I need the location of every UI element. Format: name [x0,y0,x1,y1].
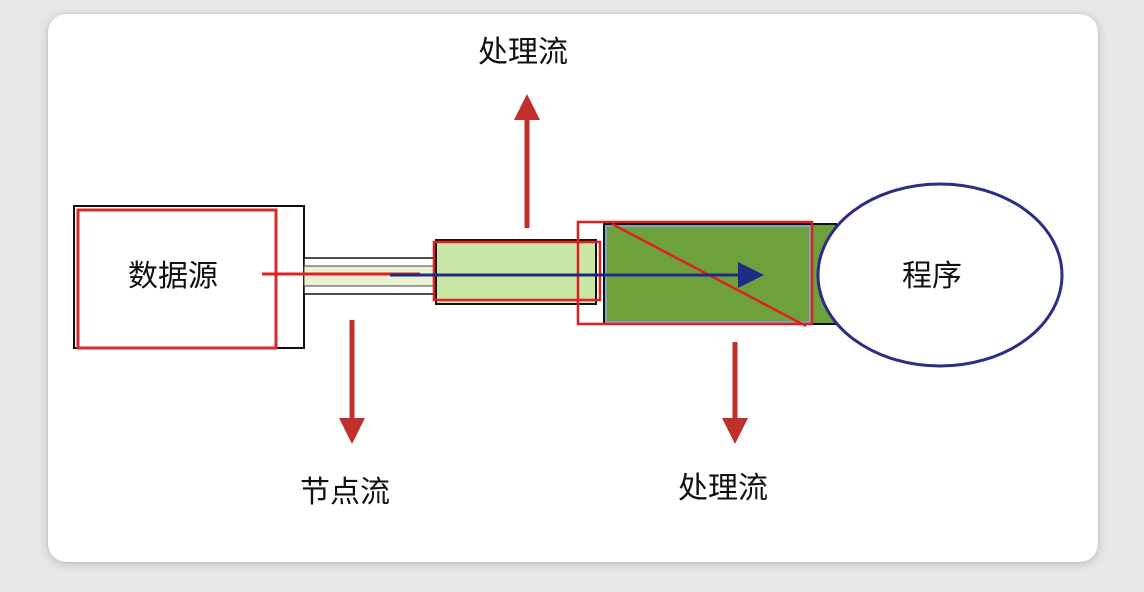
data-source-box [73,205,305,349]
data-source-highlight [76,208,278,350]
process-stream-top-label: 处理流 [478,35,568,70]
program-label: 程序 [902,259,962,294]
process-stream-bottom-label: 处理流 [678,471,768,506]
light-green-segment [435,239,597,305]
arrow-down-process-head [722,418,748,444]
program-ellipse [816,182,1064,368]
light-green-segment-highlight [432,240,602,302]
data-source-label: 数据源 [128,259,218,294]
node-stream-label: 节点流 [300,475,390,510]
arrow-up-head [514,94,540,120]
flow-arrowhead [738,262,764,288]
arrow-down-node-head [339,418,365,444]
dark-green-segment-highlight [576,220,814,326]
